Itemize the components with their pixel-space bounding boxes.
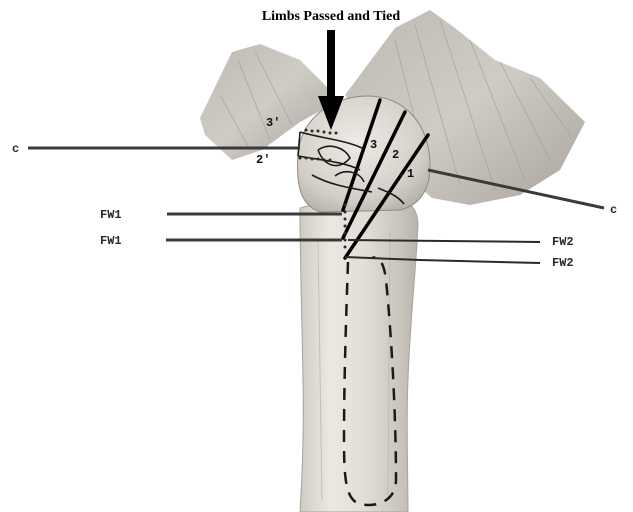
label-tunnel-2: 2 (392, 148, 399, 162)
label-fw1-lower: FW1 (100, 234, 122, 248)
label-fw2-upper: FW2 (552, 235, 574, 249)
label-c-right: c (610, 203, 617, 217)
figure-title: Limbs Passed and Tied (262, 9, 401, 24)
label-tunnel-2-prime: 2' (256, 153, 270, 167)
label-fw1-upper: FW1 (100, 208, 122, 222)
label-tunnel-3: 3 (370, 138, 377, 152)
label-fw2-lower: FW2 (552, 256, 574, 270)
label-tunnel-3-prime: 3' (266, 116, 280, 130)
label-c-left: c (12, 142, 19, 156)
label-tunnel-1: 1 (407, 167, 414, 181)
